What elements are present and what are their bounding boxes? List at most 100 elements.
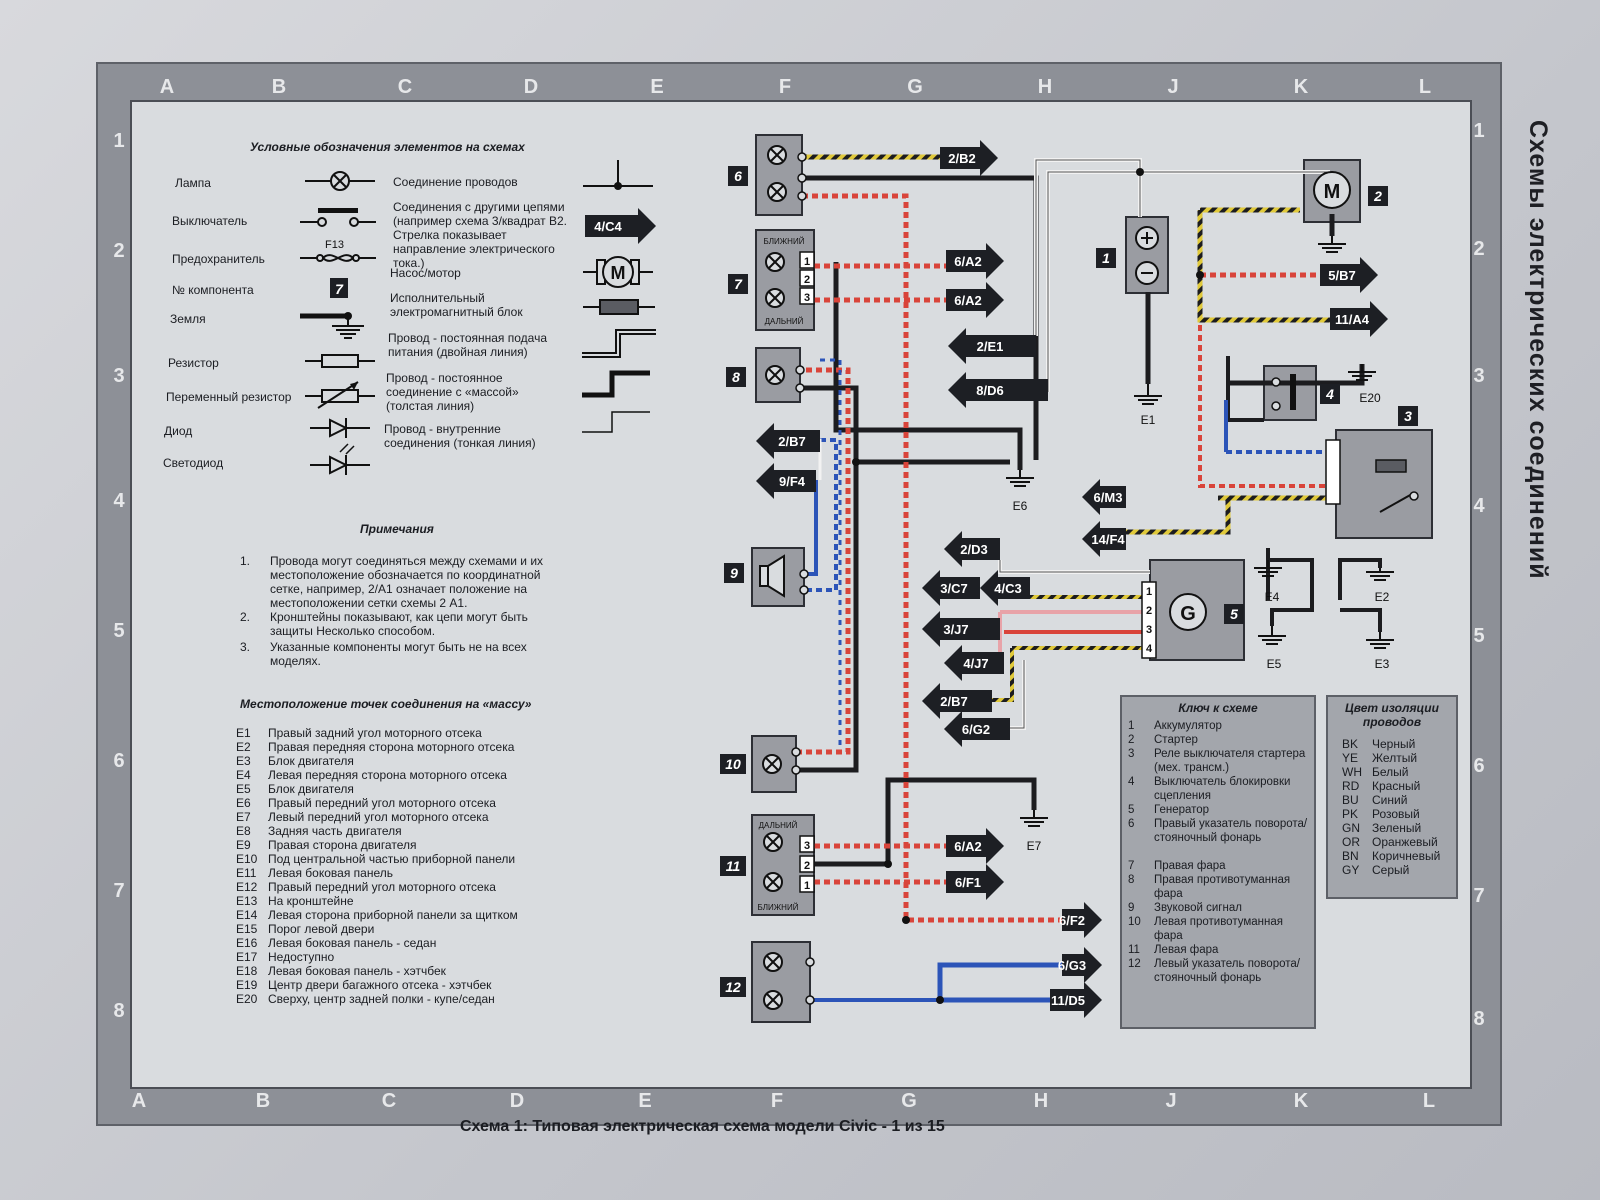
connector-arrow-3-j7: 3/J7 xyxy=(922,611,1000,647)
note-text: Кронштейны показывают, как цепи могут бы… xyxy=(270,610,528,638)
wire-black xyxy=(1340,608,1382,632)
ground-point-desc: Блок двигателя xyxy=(268,782,354,796)
note-item: 1. Провода могут соединяться между схема… xyxy=(240,554,560,610)
connector-arrow-4-c3: 4/C3 xyxy=(980,570,1030,606)
connector-arrow-4-j7: 4/J7 xyxy=(944,645,1004,681)
connector-arrow-2-e1: 2/E1 xyxy=(948,328,1036,364)
lamp-label-low-beam: БЛИЖНИЙ xyxy=(758,903,799,912)
junction-dot xyxy=(1196,271,1204,279)
note-number: 2. xyxy=(240,610,251,624)
starter-motor-icon: M xyxy=(1313,171,1351,209)
resistor-symbol xyxy=(305,354,375,368)
connector-arrow-6-f1: 6/F1 xyxy=(946,864,1004,900)
grid-col-label: L xyxy=(1422,1090,1436,1112)
component-number-2: 2 xyxy=(1368,186,1388,206)
lamp-icon xyxy=(763,832,783,852)
wire-color-name: Серый xyxy=(1372,863,1410,877)
ground-point-code: E16 xyxy=(236,936,258,950)
lamp-label-low-beam: БЛИЖНИЙ xyxy=(764,237,805,246)
solenoid-symbol xyxy=(583,299,655,315)
ground-point-code: E14 xyxy=(236,908,258,922)
lamp-symbol xyxy=(305,171,375,191)
ground-label: E20 xyxy=(1359,391,1381,405)
key-number: 6 xyxy=(1128,818,1135,830)
wire-color-code: BK xyxy=(1342,737,1359,751)
connector-label: 11/A4 xyxy=(1335,312,1370,327)
ground-point-desc: Правый передний угол моторного отсека xyxy=(268,796,496,810)
connector-label: 2/B2 xyxy=(948,151,975,166)
grid-row-label: 3 xyxy=(113,365,125,387)
terminal xyxy=(799,569,809,579)
lamp-icon xyxy=(763,990,783,1010)
key-number: 2 xyxy=(1128,734,1135,746)
grid-row-label: 1 xyxy=(113,130,125,152)
connector-label: 6/A2 xyxy=(954,293,981,308)
ground-point-code: E13 xyxy=(236,894,258,908)
connector-label: 2/B7 xyxy=(940,694,967,709)
key-number: 11 xyxy=(1128,944,1140,956)
connector-arrow-2-b2: 2/B2 xyxy=(940,140,998,176)
ground-point-code: E8 xyxy=(236,824,251,838)
grid-col-label: G xyxy=(907,76,923,98)
generator-icon: G 1 2 3 4 xyxy=(1141,581,1207,659)
pin-label: 1 xyxy=(1146,586,1152,598)
ground-point-desc: Правая сторона двигателя xyxy=(268,838,417,852)
connector-label: 9/F4 xyxy=(779,474,806,489)
terminal xyxy=(797,173,807,183)
pin-label: 1 xyxy=(804,880,810,892)
key-text: Левая фара xyxy=(1154,944,1219,956)
ground-point-code: E2 xyxy=(236,740,251,754)
connector-arrow-6-m3: 6/M3 xyxy=(1082,479,1126,515)
key-text: Звуковой сигнал xyxy=(1154,902,1242,914)
wire-color-code: GY xyxy=(1342,863,1360,877)
wire-white xyxy=(1046,170,1330,392)
horn-icon xyxy=(759,554,785,598)
component-number-6: 6 xyxy=(728,166,748,186)
wire-color-code: PK xyxy=(1342,807,1359,821)
ground-point-code: E11 xyxy=(236,866,257,880)
connector-label: 2/E1 xyxy=(977,339,1004,354)
diode-symbol xyxy=(310,418,370,438)
legend-desc-solenoid: Исполнительный электромагнитный блок xyxy=(390,291,523,319)
wire-black xyxy=(814,777,1037,867)
note-text: Указанные компоненты могут быть не на вс… xyxy=(270,640,527,668)
connector-arrow-6-a2: 6/A2 xyxy=(946,828,1004,864)
lamp-icon xyxy=(765,252,785,272)
ground-point-code: E5 xyxy=(236,782,251,796)
ground-point-row: E5 Блок двигателя xyxy=(236,782,556,796)
pin-label: 1 xyxy=(804,256,810,268)
ground-point-code: E1 xyxy=(236,726,251,740)
grid-col-label: K xyxy=(1293,76,1309,98)
lamp-label-high-beam: ДАЛЬНИЙ xyxy=(759,821,798,830)
terminal xyxy=(791,765,801,775)
ground-icon xyxy=(1366,568,1394,581)
wire-white-outline xyxy=(1035,159,1141,336)
legend-label-component: № компонента xyxy=(172,283,254,297)
ground-label: E6 xyxy=(1013,499,1028,513)
notes-title: Примечания xyxy=(360,522,434,536)
component-box-12 xyxy=(751,941,811,1023)
arrow-example-label: 4/C4 xyxy=(594,219,622,234)
connector-label: 6/G3 xyxy=(1058,958,1086,973)
junction-dot xyxy=(936,996,944,1004)
grid-row-label: 7 xyxy=(1473,885,1485,907)
grid-col-label: B xyxy=(271,76,287,98)
battery-icon xyxy=(1135,226,1159,285)
key-text: Аккумулятор xyxy=(1154,720,1222,732)
grid-col-label: K xyxy=(1293,1090,1309,1112)
connector-label: 6/F1 xyxy=(955,875,981,890)
lamp-icon xyxy=(765,288,785,308)
wire-white-outline xyxy=(999,560,1150,573)
ground-point-code: E10 xyxy=(236,852,258,866)
pin-label: 4 xyxy=(1146,643,1153,655)
connector-label: 6/A2 xyxy=(954,839,981,854)
